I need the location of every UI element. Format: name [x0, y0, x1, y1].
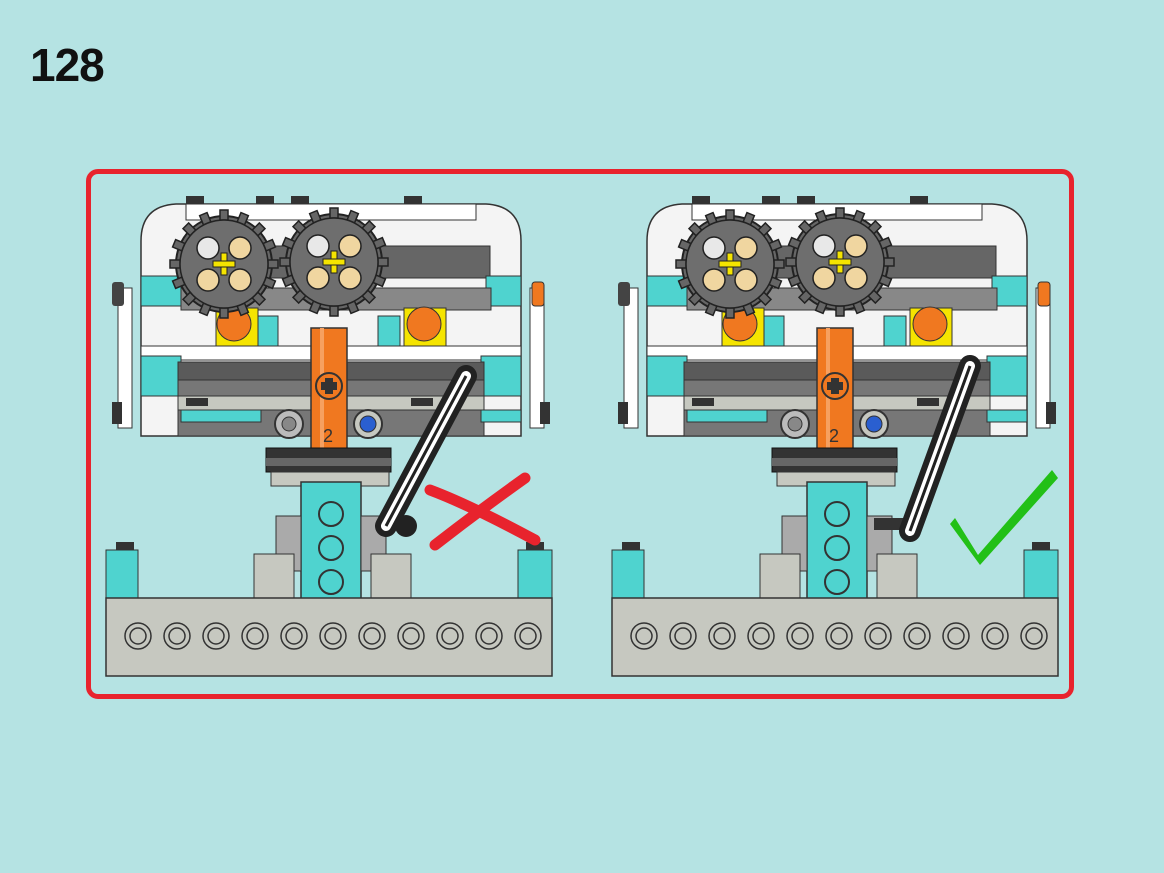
- step-number: 128: [30, 39, 105, 91]
- gear-label-left: 2: [323, 426, 333, 446]
- check-mark: [950, 470, 1058, 565]
- comparison-frame: [86, 169, 1074, 699]
- lever-arm-wrong: [375, 365, 477, 537]
- cross-mark: [424, 472, 541, 551]
- panel-correct: 2: [612, 196, 1058, 676]
- gear-label-right: 2: [829, 426, 839, 446]
- lever-arm-correct: [874, 355, 981, 542]
- panel-incorrect: 2: [106, 196, 552, 676]
